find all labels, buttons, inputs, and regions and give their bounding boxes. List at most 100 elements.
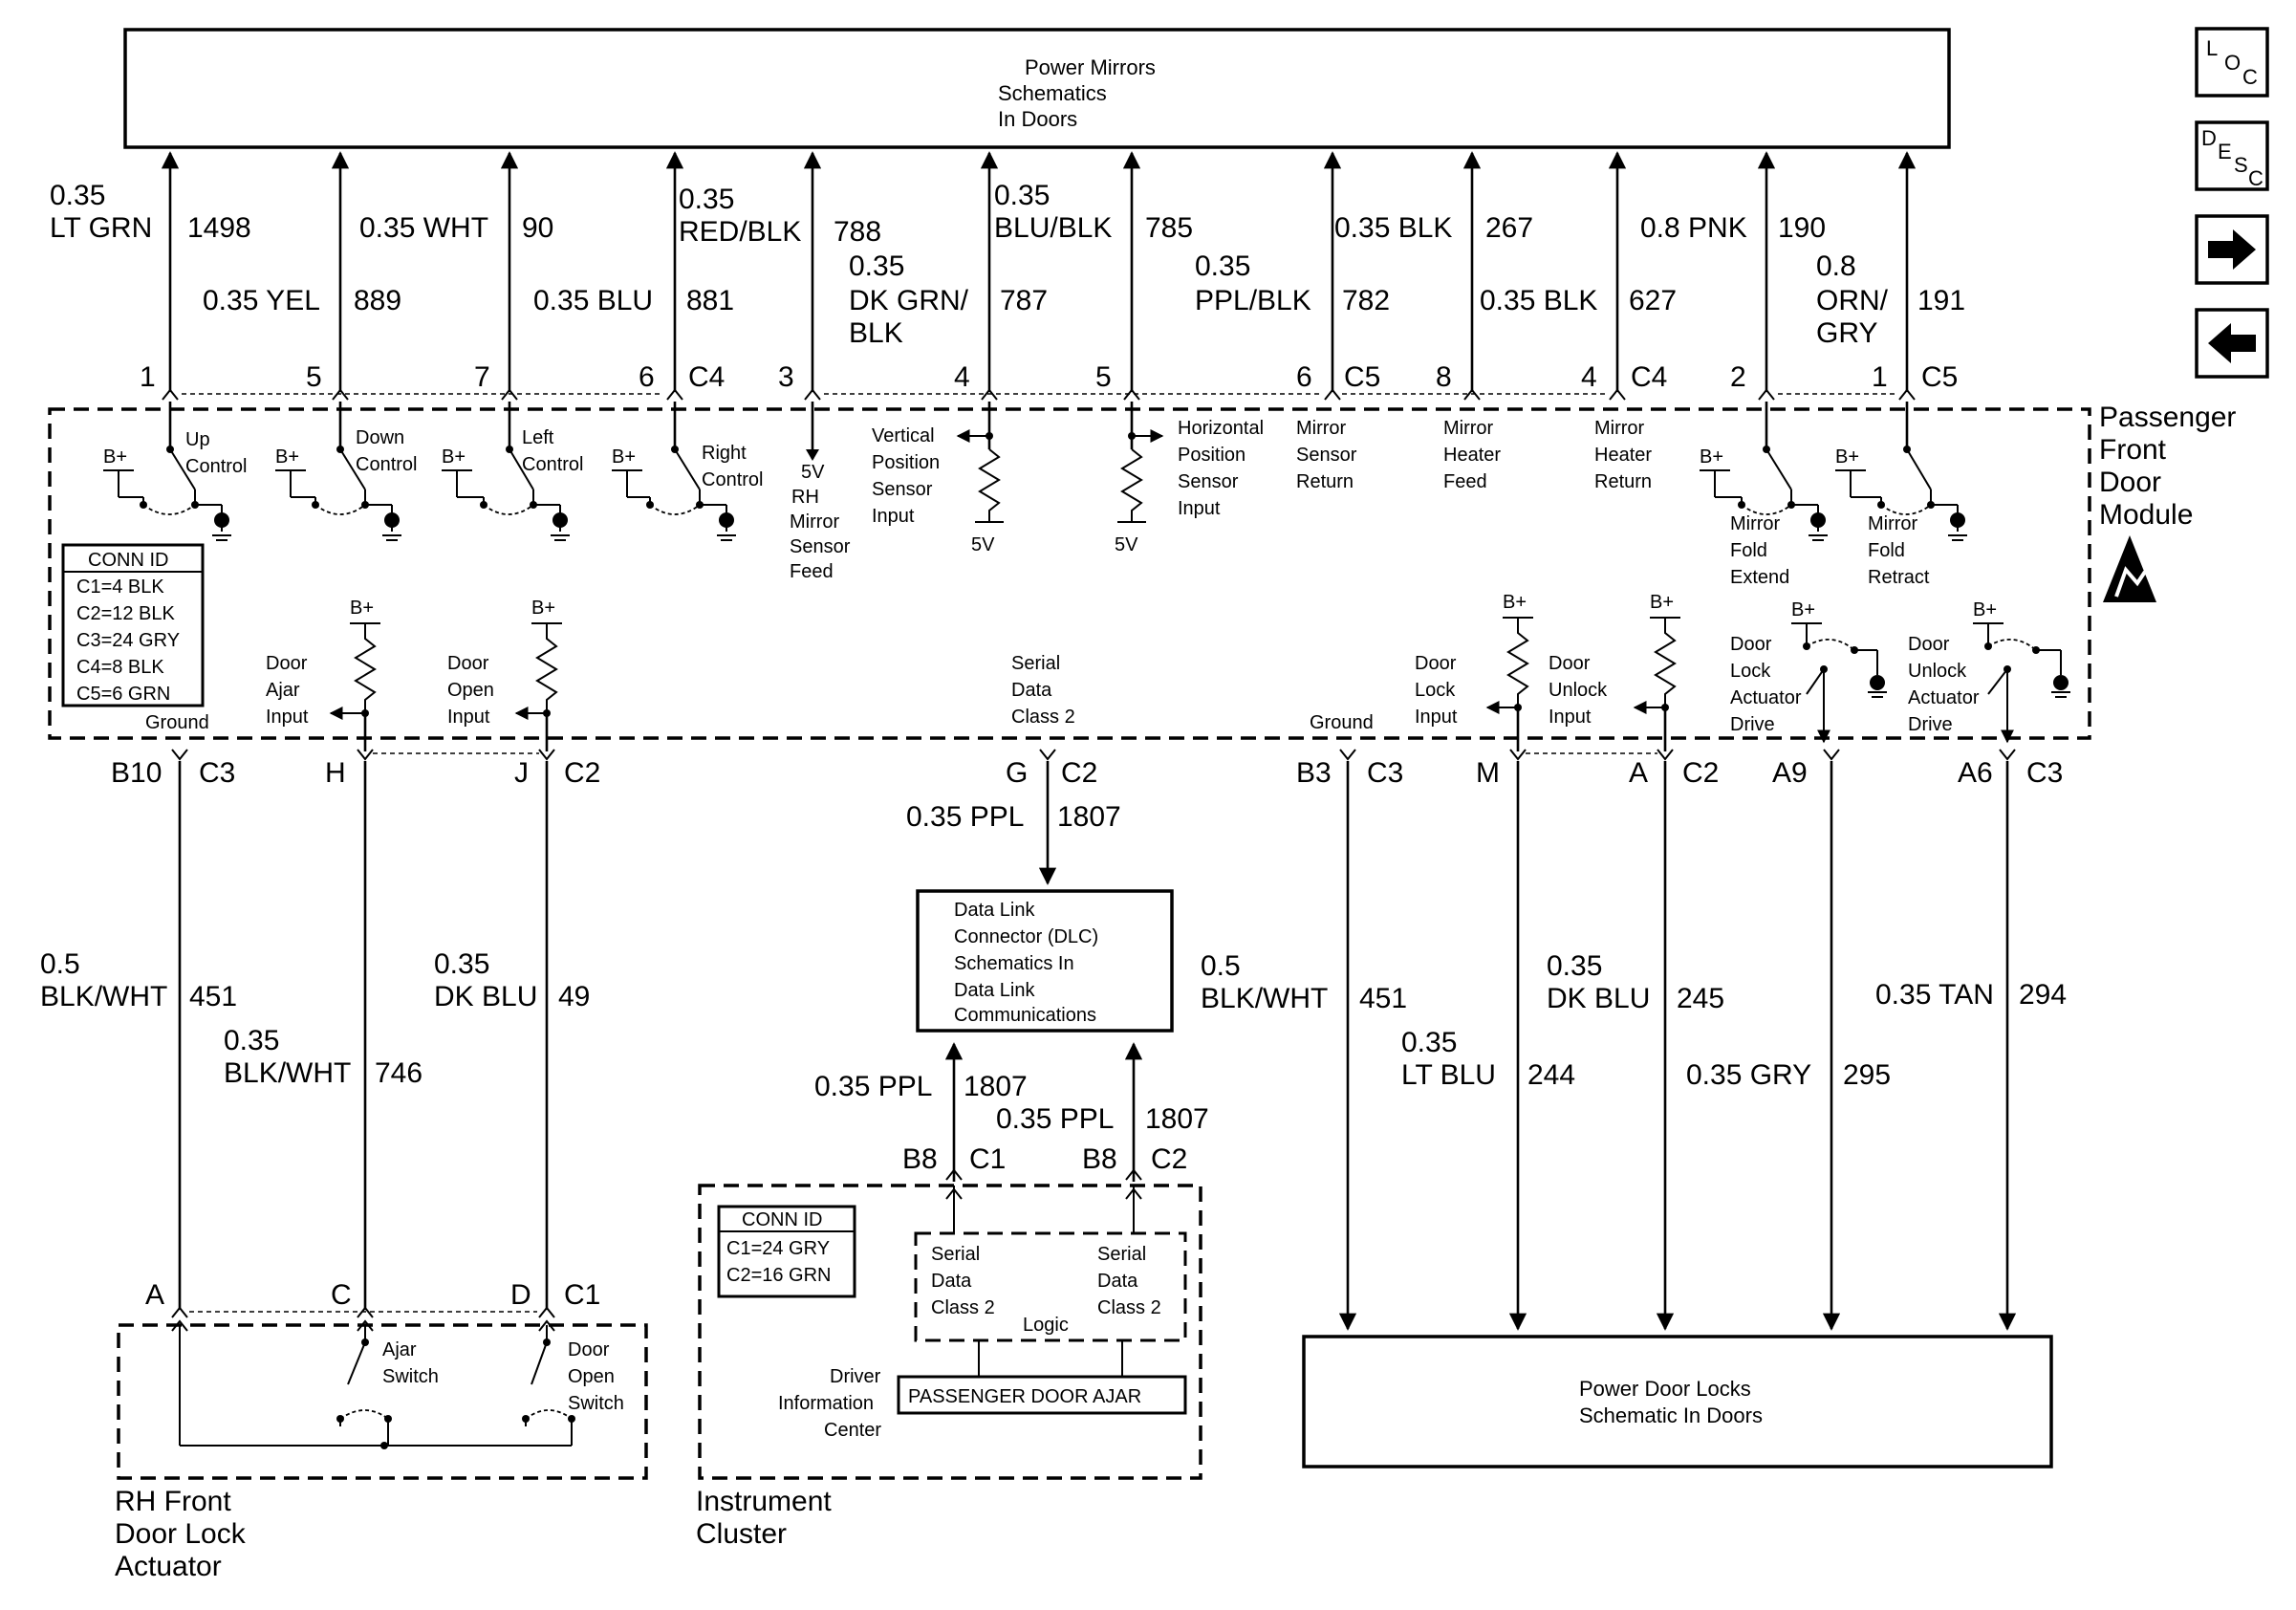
- door-unlock-label: Unlock: [1549, 680, 1608, 701]
- wire-90-circuit: 90: [522, 212, 553, 244]
- wire-267-circuit: 267: [1485, 212, 1533, 244]
- wire-788-circuit: 788: [834, 216, 881, 248]
- nav-loc-button[interactable]: L O C: [2195, 27, 2269, 98]
- wire-746-color: BLK/WHT: [224, 1057, 351, 1089]
- fold-retract-label: Fold: [1868, 540, 1905, 561]
- wire-244-color: LT BLU: [1401, 1059, 1496, 1091]
- wire-787-gauge: 0.35: [849, 250, 904, 282]
- wire-881-circuit: 881: [686, 285, 734, 316]
- cluster-serial-label: Serial: [1097, 1244, 1146, 1265]
- heater-return-label: Heater: [1594, 445, 1652, 466]
- top-conn-c4: C4: [1631, 361, 1667, 393]
- cluster-name: Cluster: [696, 1518, 787, 1550]
- lock-actuator-label: Actuator: [1730, 687, 1802, 708]
- bottom-pin: G: [1006, 757, 1028, 789]
- serial-label: Data: [1011, 680, 1052, 701]
- cluster-name: Instrument: [696, 1486, 832, 1517]
- bottom-conn: C3: [1367, 757, 1403, 789]
- passenger-door-ajar-message: PASSENGER DOOR AJAR: [908, 1386, 1141, 1407]
- top-wire-labels: 0.35 LT GRN 1498 0.35 YEL 889 0.35 WHT 9…: [50, 180, 1965, 349]
- left-label: Control: [522, 454, 583, 475]
- bottom-conn: C2: [564, 757, 600, 789]
- horizontal-label: Sensor: [1178, 471, 1239, 492]
- wire-451-gauge: 0.5: [40, 948, 80, 980]
- top-pin: 4: [954, 361, 970, 393]
- wire-788-gauge: 0.35: [679, 184, 734, 215]
- nav-desc-button[interactable]: D E S C: [2195, 120, 2269, 191]
- door-open-label: Input: [447, 707, 490, 728]
- open-switch-label: Door: [568, 1339, 610, 1360]
- unlock-actuator-drive: B+ Door Unlock Actuator Drive: [1908, 599, 2070, 744]
- rh-door-lock-actuator: A C D C1 Ajar Switch Door Open Switch R: [115, 1279, 648, 1582]
- wire-90-gauge: 0.35 WHT: [359, 212, 488, 244]
- actuator-name: RH Front: [115, 1486, 231, 1517]
- dlc-box: Data Link Connector (DLC) Schematics In …: [916, 889, 1174, 1033]
- top-conn-c4: C4: [688, 361, 725, 393]
- down-label: Control: [356, 454, 417, 475]
- wire-244-gauge: 0.35: [1401, 1027, 1457, 1058]
- conn-id-title: CONN ID: [742, 1209, 822, 1230]
- conn-id-row: C4=8 BLK: [76, 657, 164, 678]
- nav-next-button[interactable]: [2195, 214, 2269, 285]
- wire-1807-label: 0.35 PPL: [996, 1103, 1114, 1135]
- horizontal-label: Input: [1178, 498, 1221, 519]
- wire-451-color: BLK/WHT: [1201, 983, 1328, 1014]
- logic-label: Logic: [1023, 1315, 1069, 1336]
- switch-fold-extend: B+ Mirror Fold Extend: [1700, 402, 1828, 588]
- wire-889-circuit: 889: [354, 285, 401, 316]
- conn-id-row: C3=24 GRY: [76, 630, 180, 651]
- top-conn-c5: C5: [1344, 361, 1380, 393]
- wire-245-color: DK BLU: [1547, 983, 1650, 1014]
- cluster-conn-id-table: CONN ID C1=24 GRY C2=16 GRN: [717, 1205, 856, 1298]
- wire-191-gauge: 0.8: [1816, 250, 1856, 282]
- bottom-pin: B10: [111, 757, 162, 789]
- wire-746-circuit: 746: [375, 1057, 422, 1089]
- top-pin-labels: 1 5 7 6 3 4 5 6 8 4 2 1 C4 C5 C4 C5: [140, 361, 1958, 393]
- vertical-label: Position: [872, 452, 940, 473]
- door-ajar-label: Input: [266, 707, 309, 728]
- b-plus-label: B+: [1700, 446, 1723, 468]
- bottom-conn: C2: [1682, 757, 1719, 789]
- dlc-line: Schematics In: [954, 953, 1074, 974]
- rh-mirror-sensor-feed: 5V RH Mirror Sensor Feed: [790, 402, 851, 582]
- mirror-heater-return: Mirror Heater Return: [1594, 418, 1652, 492]
- bottom-connector-chevrons: [171, 749, 2016, 761]
- switch-up: B+ Up Control: [103, 402, 247, 541]
- bottom-pin: M: [1476, 757, 1500, 789]
- switch-left: B+ Left Control: [442, 402, 583, 541]
- cluster-serial-label: Class 2: [931, 1297, 995, 1318]
- pfdm-line: Front: [2099, 434, 2167, 466]
- mirror-heater-feed: Mirror Heater Feed: [1443, 418, 1501, 492]
- b-plus-label: B+: [531, 598, 555, 619]
- ground-label: Ground: [1310, 712, 1374, 733]
- rh-feed-label: 5V: [801, 462, 825, 483]
- wire-49-circuit: 49: [558, 981, 590, 1012]
- heater-return-label: Return: [1594, 471, 1652, 492]
- unlock-actuator-label: Actuator: [1908, 687, 1980, 708]
- door-unlock-label: Input: [1549, 707, 1592, 728]
- b-plus-label: B+: [1503, 592, 1527, 613]
- wire-245-circuit: 245: [1677, 983, 1724, 1014]
- wire-191-circuit: 191: [1917, 285, 1965, 316]
- fold-retract-label: Retract: [1868, 567, 1930, 588]
- dlc-line: Communications: [954, 1005, 1096, 1026]
- desc-d: D: [2201, 126, 2217, 150]
- horizontal-label: Position: [1178, 445, 1245, 466]
- wire-294-circuit: 294: [2019, 979, 2067, 1011]
- sensor-return-label: Sensor: [1296, 445, 1357, 466]
- nav-prev-button[interactable]: [2195, 308, 2269, 379]
- locks-line: Power Door Locks: [1579, 1377, 1751, 1401]
- rh-feed-label: RH: [791, 487, 819, 508]
- cluster-serial-label: Data: [1097, 1271, 1138, 1292]
- actuator-name: Door Lock: [115, 1518, 247, 1550]
- wire-267-gauge: 0.35 BLK: [1334, 212, 1452, 244]
- actuator-conn: C1: [564, 1279, 600, 1311]
- actuator-pin: A: [145, 1279, 164, 1311]
- b-plus-label: B+: [612, 446, 636, 468]
- bottom-pin: A6: [1958, 757, 1993, 789]
- vertical-position-sensor: 5V Vertical Position Sensor Input: [872, 402, 1004, 555]
- cluster-pin: B8: [1082, 1143, 1117, 1175]
- bottom-pin: A9: [1772, 757, 1808, 789]
- b-plus-label: B+: [1791, 599, 1815, 620]
- conn-id-row: C1=24 GRY: [726, 1238, 830, 1259]
